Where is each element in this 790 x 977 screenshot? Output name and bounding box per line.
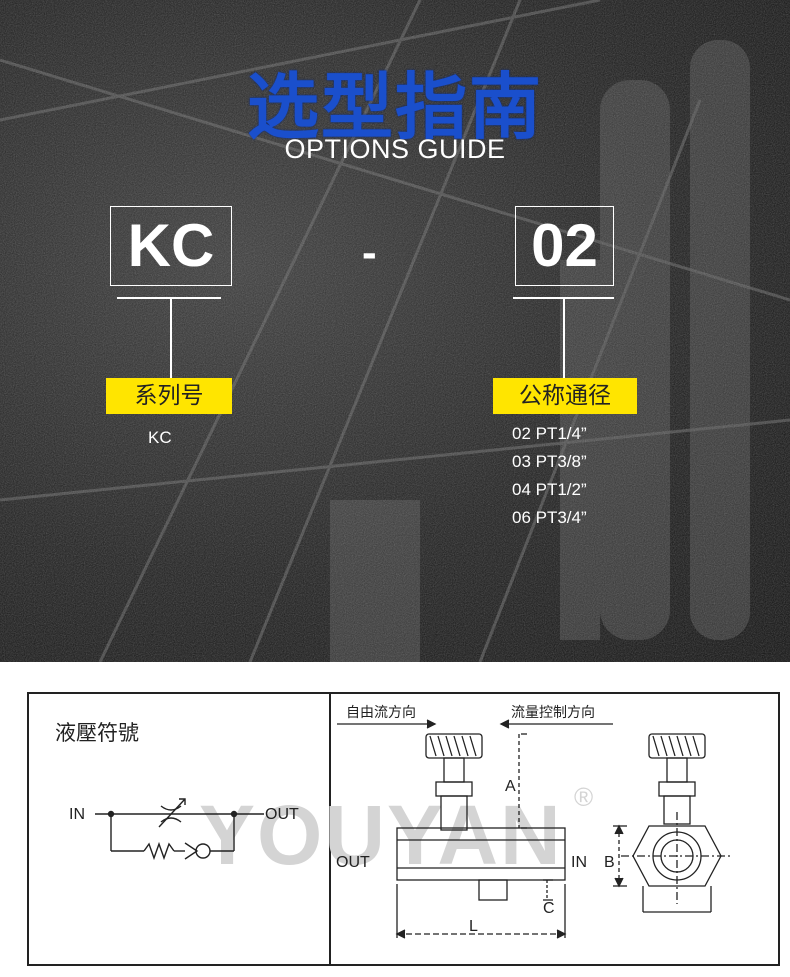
bore-option: 02 PT1/4”	[512, 424, 587, 443]
valve-drawing-icon	[337, 719, 731, 939]
series-value: KC	[148, 428, 172, 447]
drawing-in-label: IN	[571, 854, 587, 871]
dimension-a-label: A	[505, 778, 516, 795]
symbol-in-label: IN	[69, 806, 85, 823]
technical-drawing-panel: YOUYAN ® 液壓符號 IN OUT 自由流方向 流量控制方向	[27, 692, 780, 966]
bore-option: 04 PT1/2”	[512, 480, 587, 499]
series-code-box: KC	[110, 206, 232, 286]
industrial-background-image	[0, 0, 790, 662]
hydraulic-symbol-icon	[95, 798, 264, 861]
page-title-english: OPTIONS GUIDE	[284, 134, 506, 164]
control-flow-direction-label: 流量控制方向	[511, 705, 595, 721]
bore-connector-line	[563, 297, 565, 378]
dimension-l-label: L	[469, 918, 478, 935]
dimension-b-label: B	[604, 854, 615, 871]
symbol-out-label: OUT	[265, 806, 299, 823]
series-connector-line	[170, 297, 172, 378]
dimension-c-label: C	[543, 900, 555, 917]
bore-label: 公称通径	[493, 378, 637, 414]
series-label: 系列号	[106, 378, 232, 414]
hydraulic-symbol-title: 液壓符號	[55, 721, 139, 745]
watermark-logo: YOUYAN	[199, 788, 563, 882]
free-flow-direction-label: 自由流方向	[346, 705, 416, 721]
code-separator: -	[362, 228, 377, 277]
registered-mark: ®	[574, 782, 594, 812]
page-title-chinese: 选型指南	[246, 65, 543, 149]
bore-code-box: 02	[515, 206, 614, 286]
hero-banner: 选型指南 OPTIONS GUIDE KC - 02 系列号 公称通径 KC 0…	[0, 0, 790, 662]
series-underline	[117, 297, 221, 299]
panel-divider	[329, 694, 331, 964]
drawing-out-label: OUT	[336, 854, 370, 871]
bore-option: 03 PT3/8”	[512, 452, 587, 471]
bore-option: 06 PT3/4”	[512, 508, 587, 527]
